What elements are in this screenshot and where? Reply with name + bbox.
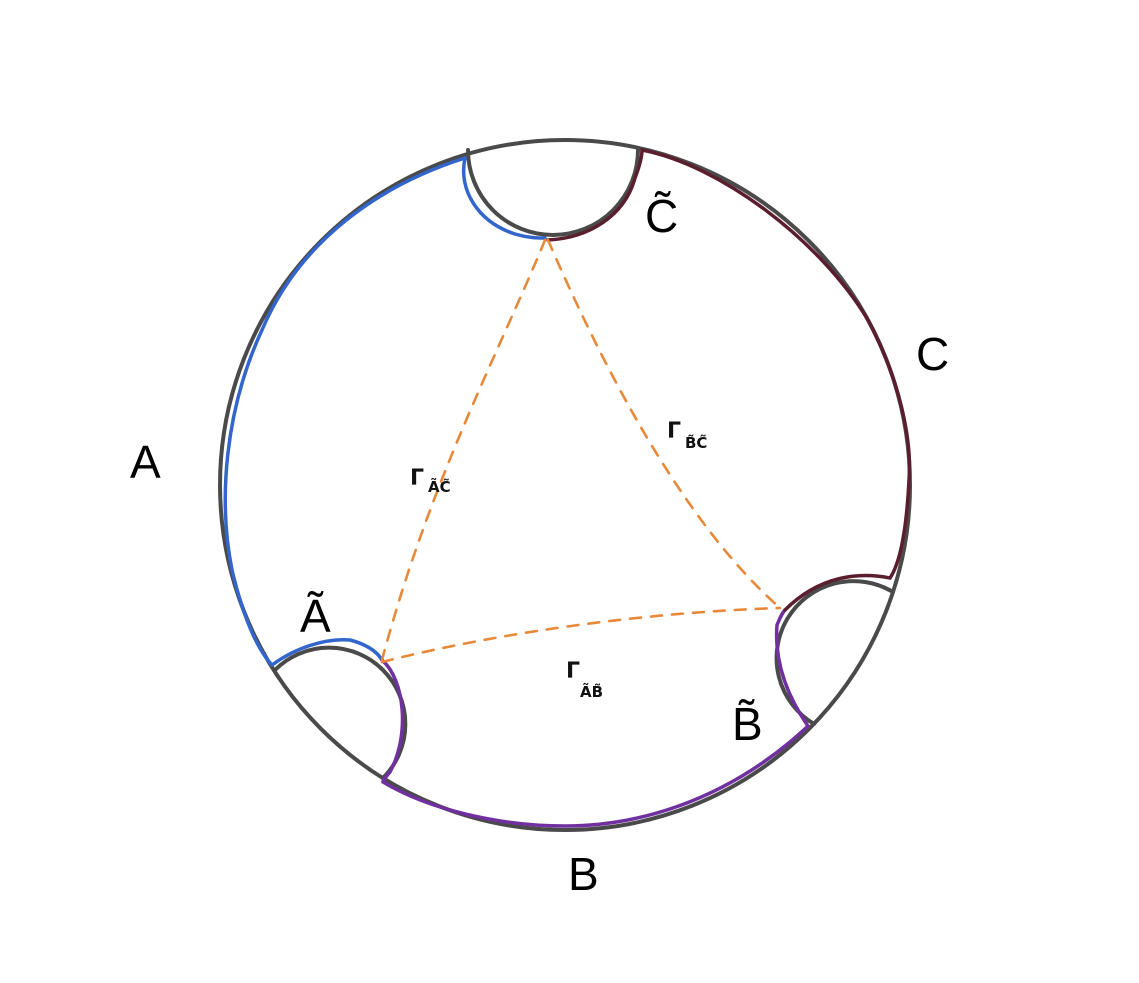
gamma-AB-subscript: ÃB̃ — [580, 682, 603, 701]
gamma-BC-subscript: B̃C̃ — [685, 433, 707, 452]
gamma-BC-symbol: Γ — [667, 419, 681, 444]
label-gamma-AB: Γ ÃB̃ — [566, 659, 603, 701]
label-gamma-BC: Γ B̃C̃ — [667, 419, 707, 452]
label-A-tilde: Ã — [300, 590, 331, 642]
small-circle-bottom-left — [273, 645, 408, 780]
region-B-boundary — [380, 608, 810, 828]
region-C-boundary — [546, 148, 912, 612]
geodesic-AB — [380, 606, 782, 664]
label-C: C — [916, 328, 949, 380]
geodesic-AC — [380, 238, 547, 662]
label-C-tilde: C̃ — [645, 190, 678, 242]
label-B-tilde: B̃ — [732, 698, 763, 750]
gamma-AC-symbol: Γ — [410, 466, 424, 491]
small-circle-top — [466, 148, 640, 237]
region-A-boundary — [223, 156, 547, 667]
label-gamma-AC: Γ ÃC̃ — [410, 466, 451, 496]
label-B: B — [568, 848, 599, 900]
label-A: A — [130, 436, 161, 488]
small-circle-bottom-right — [774, 579, 895, 726]
gamma-AC-subscript: ÃC̃ — [428, 477, 451, 496]
gamma-AB-symbol: Γ — [566, 659, 580, 684]
geodesic-BC — [546, 238, 782, 610]
